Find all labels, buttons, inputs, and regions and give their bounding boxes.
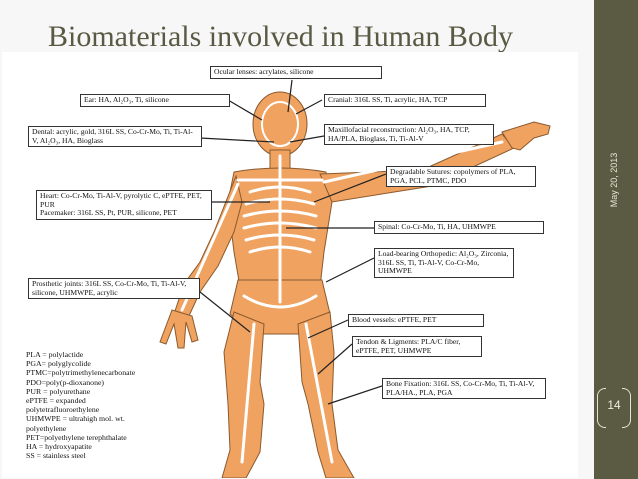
label-pacemaker: Pacemaker: 316L SS, Pt, PUR, silicone, P… [40,208,177,218]
legend-line: PET=polyethylene terephthalate [26,432,127,442]
label-ear: Ear: HA, Al₂O₃, Ti, silicone [80,94,230,107]
pointer-cranial [295,99,323,115]
bracket-left [597,388,606,428]
legend-line: UHMWPE = ultrahigh mol. wt. [26,414,125,424]
legend-line: polyethylene [26,423,67,433]
label-dental: Dental: acrylic, gold, 316L SS, Co-Cr-Mo… [28,126,202,148]
slide-date: May 20, 2013 [596,140,632,220]
pointer-prosthetic [199,291,251,333]
legend-line: SS = stainless steel [26,451,86,461]
pointer-blood-vessels [307,319,349,339]
page-number-box: 14 [597,388,631,428]
label-cranial: Cranial: 316L SS, Ti, acrylic, HA, TCP [324,94,486,107]
pointer-dental [199,137,275,143]
legend-line: polytetrafluoroethylene [26,405,100,415]
rib-3 [242,209,318,218]
pointer-tendon [317,343,353,375]
legend-line: PLA = polylactide [26,350,84,359]
label-spinal: Spinal: Co-Cr-Mo, Ti, HA, UHMWPE [374,221,544,234]
rib-1 [248,185,312,194]
page-number: 14 [607,398,621,412]
label-maxillofacial: Maxillofacial reconstruction: Al₂O₃, HA,… [324,124,494,146]
right-arm-bone [322,140,504,184]
label-heart: Heart: Co-Cr-Mo, Ti-Al-V, pyrolytic C, e… [40,191,202,209]
legend-line: PDO=poly(p-dioxanone) [26,377,105,387]
left-hand-shape [159,309,199,349]
label-heart-pacemaker: Heart: Co-Cr-Mo, Ti-Al-V, pyrolytic C, e… [36,190,212,220]
legend-line: PUR = polyurethane [26,386,91,396]
pointer-sutures [313,173,387,203]
slide-date-text: May 20, 2013 [609,152,619,208]
label-load-bearing: Load-bearing Orthopedic: Al₂O₃, Zirconia… [374,248,514,278]
skull-bone [261,101,299,147]
legend-line: HA = hydroxyapatite [26,442,92,452]
anatomy-figure: Ocular lenses: acrylates, silicone Ear: … [2,52,578,478]
pointer-load-bearing [325,257,375,283]
label-blood-vessels: Blood vessels: ePTFE, PET [348,314,484,327]
rib-6 [248,245,312,254]
legend-line: PGA= polyglycolide [26,359,91,369]
label-prosthetic: Prosthetic joints: 316L SS, Co-Cr-Mo, Ti… [28,278,200,300]
pointer-ear [227,99,263,121]
rib-5 [244,233,316,242]
label-ocular: Ocular lenses: acrylates, silicone [210,66,382,79]
label-sutures: Degradable Sutures: copolymers of PLA, P… [386,166,536,188]
pointer-maxillofacial [289,135,325,143]
right-hand-shape [501,121,551,151]
slide-title: Biomaterials involved in Human Body [48,20,513,53]
left-leg-shape [221,311,265,478]
rib-4 [242,221,318,230]
label-tendon: Tendon & Ligments: PLA/C fiber, ePTFE, P… [352,336,482,358]
right-leg-bone [304,322,334,464]
abbreviation-legend: PLA = polylactide PGA= polyglycolide PTM… [26,350,135,460]
pointer-bone-fixation [327,385,383,405]
right-leg-shape [297,311,355,478]
pointer-ocular [287,79,293,113]
legend-line: PTMC=polytrimethylenecarbonate [26,368,136,378]
legend-line: ePTFE = expanded [26,396,86,406]
left-leg-bone [240,322,256,464]
pelvis-bone [242,294,318,309]
label-bone-fixation: Bone Fixation: 316L SS, Co-Cr-Mo, Ti, Ti… [382,378,546,400]
